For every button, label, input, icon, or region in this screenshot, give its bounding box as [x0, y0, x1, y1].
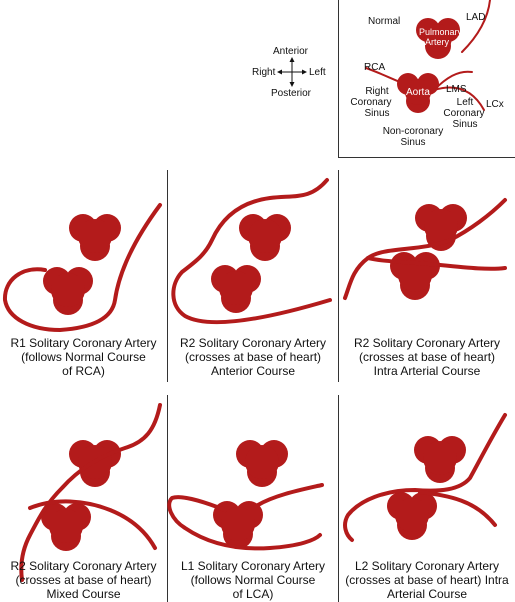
divider-col1-row1 [167, 170, 168, 382]
legend-aorta-shape [397, 73, 439, 113]
divider-col1-row2 [167, 395, 168, 602]
legend-aorta-label: Aorta [406, 87, 430, 98]
legend-lad-label: LAD [466, 12, 486, 23]
divider-col2-row2 [338, 395, 339, 602]
panel-r2-anterior-caption-1: R2 Solitary Coronary Artery [179, 336, 327, 350]
panel-r2-anterior-diagram [171, 178, 332, 325]
panel-r2-mixed-caption-2: (crosses at base of heart) [15, 573, 152, 587]
legend-box-left-border [338, 0, 339, 158]
panel-r2-mixed-diagram [19, 403, 162, 582]
legend-right-coronary-sinus-1: Right [365, 86, 389, 97]
panel-l1-diagram [167, 440, 324, 551]
legend-pulmonary-artery-line2: Artery [425, 37, 450, 47]
legend-non-coronary-sinus-2: Sinus [400, 137, 426, 148]
panel-l1-caption-1: L1 Solitary Coronary Artery [180, 559, 326, 573]
panel-r2-mixed-caption-3: Mixed Course [46, 587, 121, 601]
panel-r2-mixed-caption-1: R2 Solitary Coronary Artery [10, 559, 157, 573]
legend-pulmonary-artery-line1: Pulmonary [419, 27, 463, 37]
legend-right-coronary-sinus-2: Coronary [350, 97, 392, 108]
panel-l1-caption-3: of LCA) [232, 587, 274, 601]
panel-r2-intraarterial-caption-2: (crosses at base of heart) [358, 350, 496, 364]
compass-right: Right [252, 67, 276, 78]
panel-r2-anterior-caption-2: (crosses at base of heart) [184, 350, 322, 364]
panel-l1-caption-2: (follows Normal Course [190, 573, 316, 587]
divider-col2-row1 [338, 170, 339, 382]
panel-l2-caption-3: Arterial Course [386, 587, 468, 601]
panel-r2-intraarterial-caption-3: Intra Arterial Course [373, 364, 481, 378]
compass-anterior: Anterior [273, 46, 309, 57]
panel-r2-intraarterial-diagram [343, 198, 507, 300]
legend-left-coronary-sinus-3: Sinus [452, 119, 478, 130]
compass-left: Left [309, 67, 326, 78]
legend-normal-label: Normal [368, 16, 401, 27]
legend-left-coronary-sinus-1: Left [456, 97, 474, 108]
panel-r1-caption-1: R1 Solitary Coronary Artery [10, 336, 157, 350]
legend-lms-label: LMS [446, 84, 467, 95]
legend-non-coronary-sinus-1: Non-coronary [382, 126, 444, 137]
legend-lcx-label: LCx [486, 99, 504, 110]
legend-box-bottom-border [338, 157, 515, 158]
panel-l2-caption-1: L2 Solitary Coronary Artery [354, 559, 500, 573]
panel-r1-diagram [2, 203, 162, 332]
legend-left-coronary-sinus-2: Coronary [443, 108, 485, 119]
legend-rca-label: RCA [364, 62, 386, 73]
panel-r1-caption-2: (follows Normal Course [21, 350, 146, 364]
legend-pulmonary-artery-shape [416, 18, 460, 59]
panel-l2-diagram [343, 413, 507, 542]
panel-l2-caption-2: (crosses at base of heart) Intra [345, 573, 509, 587]
panel-r2-intraarterial-caption-1: R2 Solitary Coronary Artery [353, 336, 501, 350]
legend-right-coronary-sinus-3: Sinus [364, 108, 390, 119]
compass-posterior: Posterior [271, 88, 312, 99]
panel-r2-anterior-caption-3: Anterior Course [210, 364, 296, 378]
panel-r1-caption-3: of RCA) [62, 364, 105, 378]
